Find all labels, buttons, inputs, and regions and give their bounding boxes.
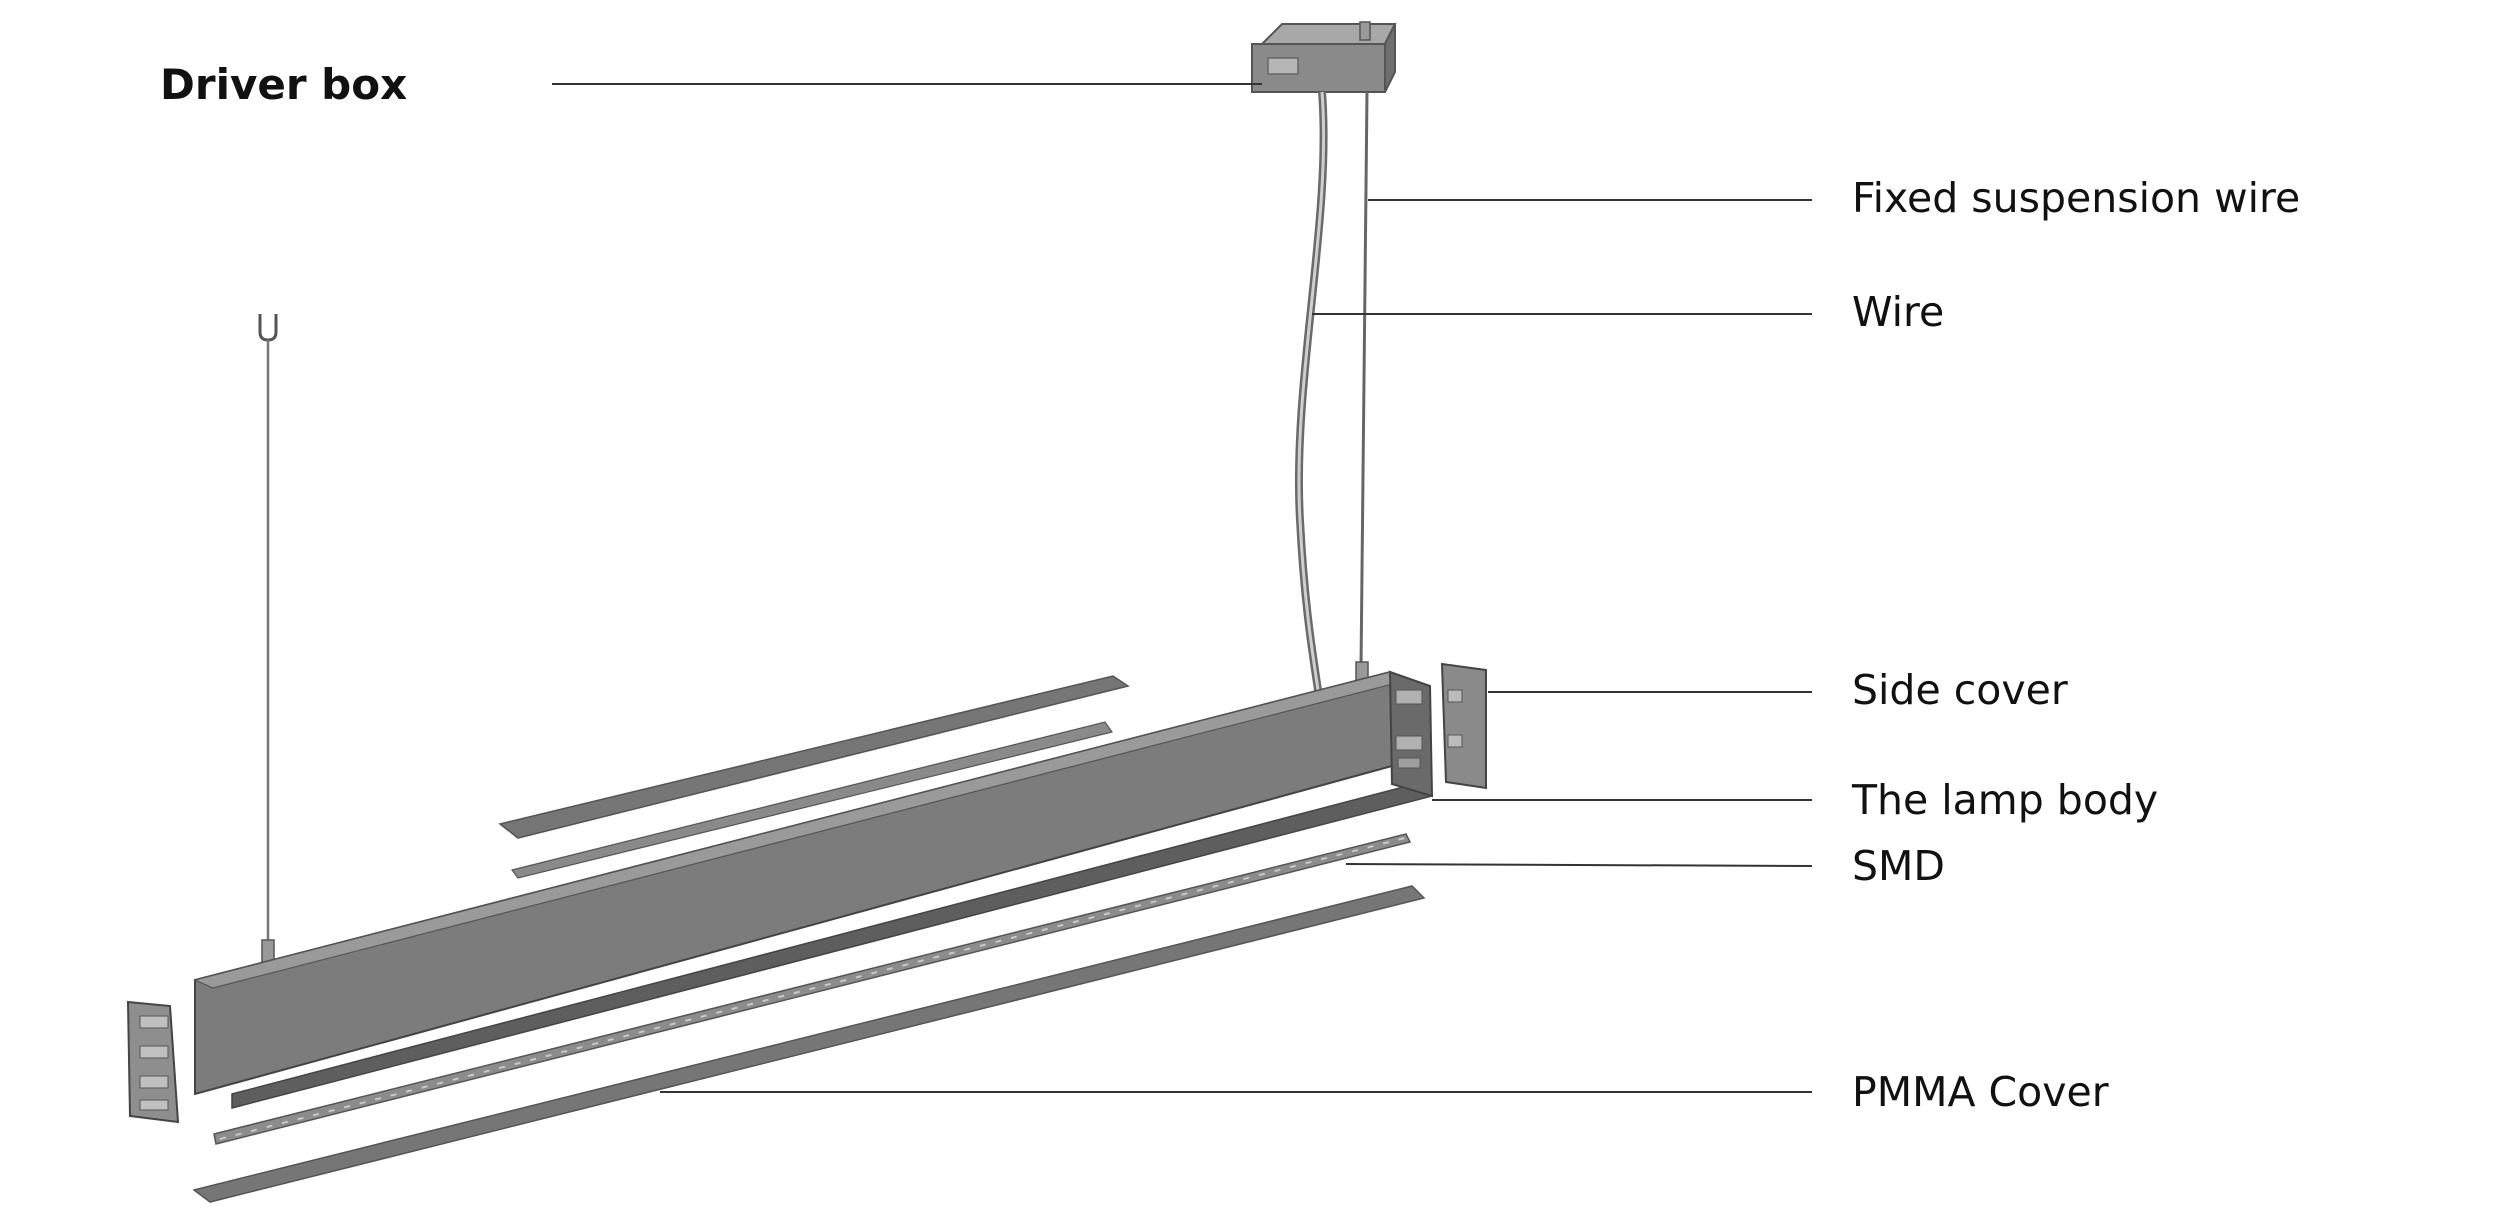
upper-pmma-strip xyxy=(498,675,1130,839)
left-suspension-hook xyxy=(258,314,278,342)
label-side-cover: Side cover xyxy=(1852,666,2068,714)
label-lamp-body: The lamp body xyxy=(1852,776,2159,824)
lamp-body xyxy=(193,670,1434,1109)
lower-pmma-cover xyxy=(192,885,1426,1203)
label-driver-box: Driver box xyxy=(160,60,408,109)
driver-box xyxy=(1251,21,1397,93)
label-fixed-suspension-wire: Fixed suspension wire xyxy=(1852,174,2301,222)
upper-smd-strip xyxy=(510,721,1113,879)
label-wire: Wire xyxy=(1852,288,1945,336)
label-pmma-cover: PMMA Cover xyxy=(1852,1068,2109,1116)
side-cover-left xyxy=(126,1000,180,1124)
fixed-suspension-wire-right xyxy=(1359,91,1369,669)
leader-smd xyxy=(1345,863,1813,867)
label-smd: SMD xyxy=(1852,842,1945,890)
side-cover-right xyxy=(1440,662,1487,790)
